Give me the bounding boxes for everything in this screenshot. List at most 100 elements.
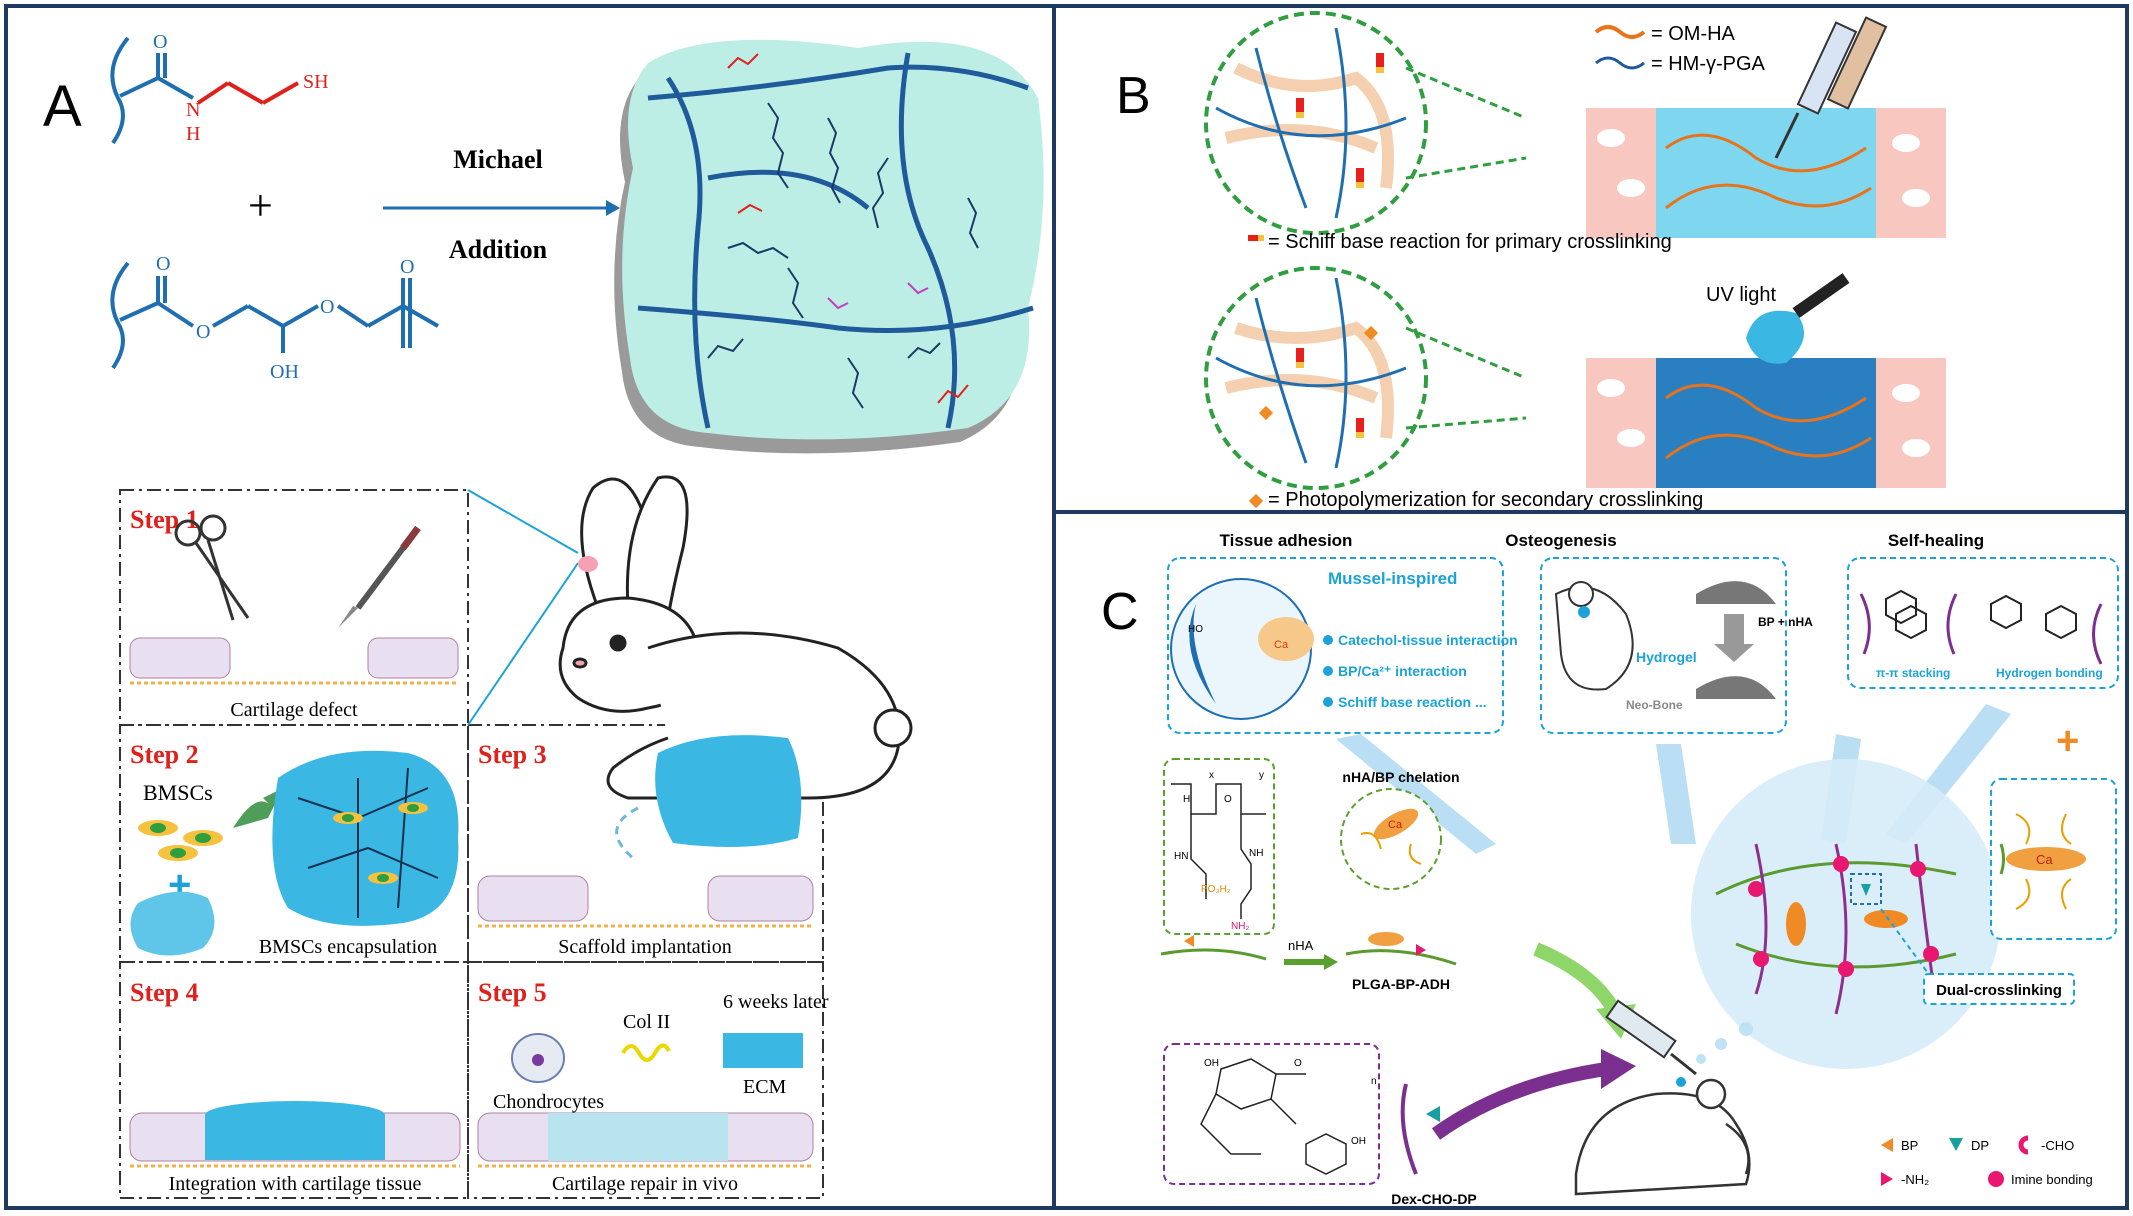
col-ii-label: Col II [623,1011,670,1033]
scissors-icon [174,514,250,621]
injection-site [1578,606,1590,618]
legend-imine-icon [1988,1171,2004,1187]
chelation-label: nHA/BP chelation [1342,769,1459,785]
cartilage-step1 [129,637,459,685]
thiol-sh: SH [303,71,329,93]
hydrogen-bonding-label: Hydrogen bonding [1996,666,2103,680]
schiff-caption: = Schiff base reaction for primary cross… [1268,231,1672,253]
photo-marker [1248,493,1264,509]
legend-dp-icon [1949,1138,1963,1151]
ca-ellipse-right [2006,847,2086,871]
schiff-marker-yellow [1258,235,1264,241]
bullet-2-dot [1323,666,1333,676]
bullet-2: BP/Ca²⁺ interaction [1338,663,1467,679]
legend-bp-icon [1881,1138,1893,1152]
mouse-head-icon [1554,581,1634,691]
pi-stacking-rings [1885,589,2077,640]
zoom-line-b1b [1405,156,1527,180]
plga-x: x [1209,770,1214,781]
title-tissue-adhesion: Tissue adhesion [1220,531,1353,550]
steps-frame [119,489,824,1199]
hydroxyl: OH [270,361,299,383]
cell-laden-hydrogel [272,750,459,926]
zoom-line-b1a [1405,66,1527,120]
step-2-label: Step 2 [130,740,199,769]
purple-arrow-head [1601,1049,1636,1089]
legend-nh2: -NH₂ [1901,1172,1929,1187]
small-hydrogel [130,891,215,956]
bmscs-label: BMSCs [143,780,213,805]
reaction-label-bottom: Addition [449,235,548,264]
ecm-label: ECM [743,1076,787,1098]
plga-h: H [1183,794,1190,805]
step-2-arrow [233,788,283,828]
legend-cho: -CHO [2041,1138,2074,1153]
dual-crosslinking-box [1923,973,2075,1005]
tissue-cells-2 [1597,379,1930,457]
cartilage-step3-left [477,875,589,922]
pi-stacking-label: π-π stacking [1876,666,1950,680]
mussel-shape [1189,604,1216,704]
bullet-1: Catechol-tissue interaction [1338,632,1518,648]
step-3-label: Step 3 [478,740,547,769]
mouse-icon [1574,1078,1751,1196]
schiff-marker-red [1248,235,1258,241]
ester-o-3: O [320,296,334,318]
bp-chelate-2 [1864,910,1908,928]
bullet-1-dot [1323,635,1333,645]
gel-filled-defect-1 [1656,108,1876,238]
zoom-line-b2a [1405,326,1527,380]
plus-sign: + [248,181,273,230]
gel-fibers-1 [1665,133,1872,210]
chain-heal-1 [1859,593,1871,655]
implant-body [205,1115,385,1160]
title-osteogenesis: Osteogenesis [1505,531,1617,550]
orange-plus: + [2056,719,2079,763]
plga-o: O [1224,794,1232,805]
nha-arrow-head [1324,954,1338,970]
bp-on-chain [1184,935,1194,947]
step-5-caption: Cartilage repair in vivo [552,1173,738,1195]
syringe-c-icon [1605,999,1697,1076]
implant-arrow [615,806,639,860]
mouse-injection [1676,1077,1686,1087]
hydrogel-label: Hydrogel [1636,649,1697,665]
neo-bone-label: Neo-Bone [1626,698,1683,712]
skull-top [1696,581,1776,604]
legend-cho-icon [2018,1135,2029,1155]
panel-c: C Tissue adhesion Osteogenesis Self-heal… [1052,510,2129,1210]
ester-o-2: O [196,321,210,343]
ca-chain [1999,843,2005,875]
step-5-label: Step 5 [478,978,547,1007]
uv-lamp-icon [1746,273,1850,364]
ester-o-1: O [156,253,170,275]
reaction-arrow-head [606,200,620,216]
adhesion-ca: Ca [1274,639,1289,651]
legend-bp: BP [1901,1138,1918,1153]
chelation-ca-label: Ca [1388,819,1403,831]
hm-pga-line [1595,56,1645,70]
bp-nha-label: BP + nHA [1758,615,1813,629]
ca-particle [1258,617,1314,661]
legend-om-ha: = OM-HA [1651,23,1736,45]
legend-dp: DP [1971,1138,1989,1153]
dp-on-dex [1426,1106,1440,1122]
dex-n: n [1371,1076,1377,1087]
mussel-inspired: Mussel-inspired [1328,569,1457,588]
plga-nh: NH [1249,848,1263,859]
self-healing-box [1847,557,2119,689]
dex-oh-1: OH [1204,1058,1219,1069]
plga-bonds [1171,783,1266,919]
weeks-label: 6 weeks later [723,991,829,1013]
plga-y: y [1259,770,1264,781]
network-1 [1215,27,1407,219]
dex-cho-dp-label: Dex-CHO-DP [1391,1191,1477,1206]
ca-ligands [2015,813,2072,910]
nh2-marker [1416,944,1426,956]
bullet-3-dot [1323,697,1333,707]
dp-zoom-box [1850,873,1882,905]
chain-heal-2 [1946,593,1958,655]
legend-nh2-icon [1881,1172,1893,1186]
legend-hm-pga: = HM-γ-PGA [1651,53,1766,75]
amide-n: N [186,99,200,121]
